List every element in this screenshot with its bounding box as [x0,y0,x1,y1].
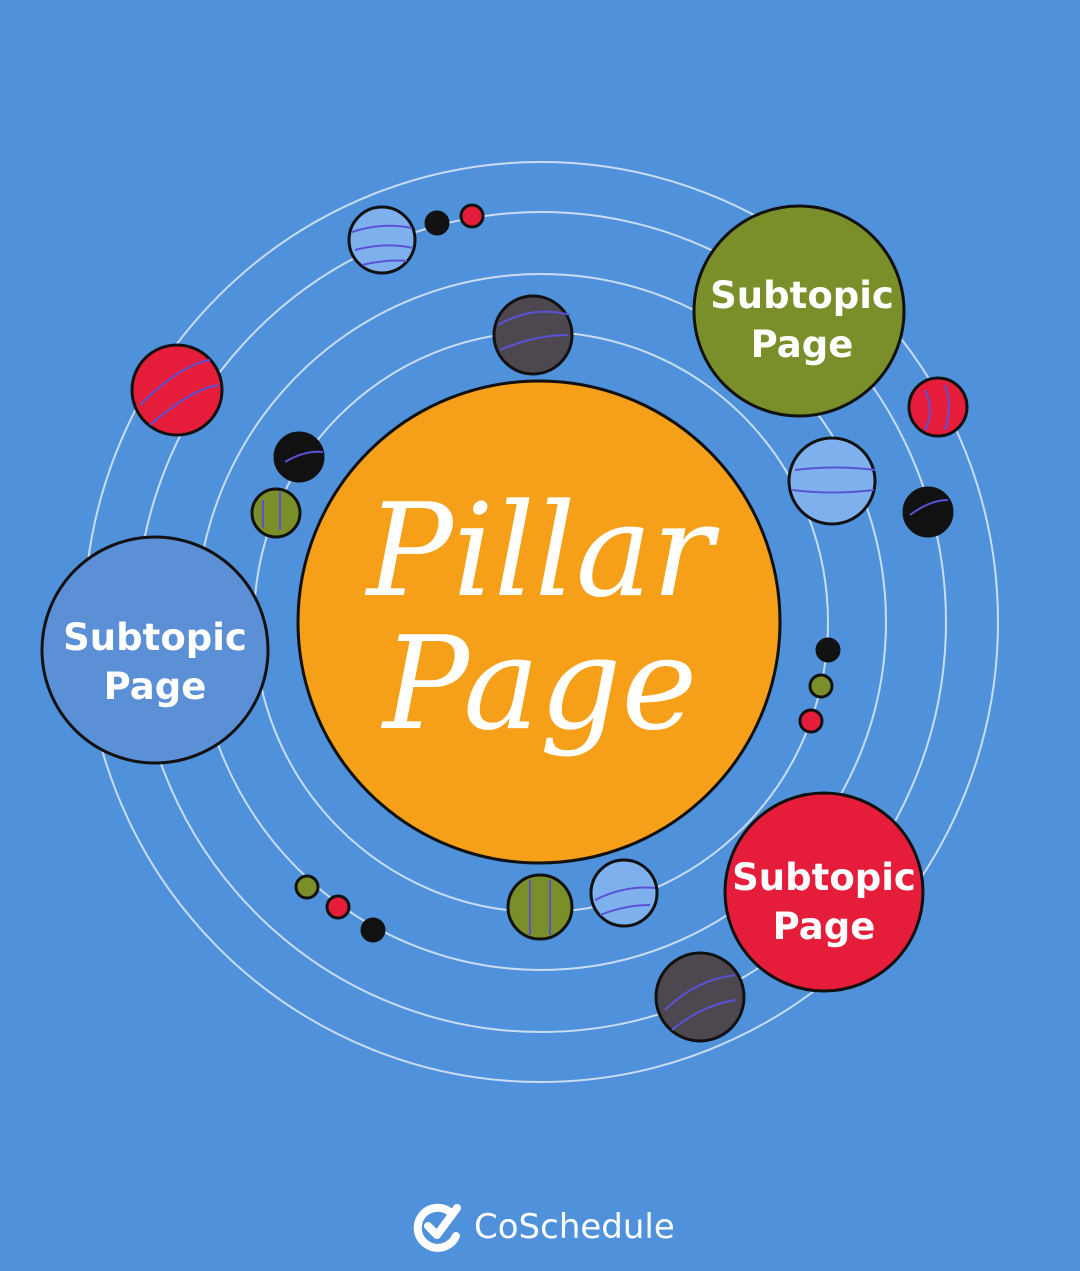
planet [492,294,574,376]
pillar-title-line1: Pillar [365,477,720,626]
check-circle-icon [413,1203,461,1252]
planet [273,431,325,483]
planet [506,873,574,941]
planet [360,917,386,943]
planet [815,637,841,663]
planet [654,951,746,1043]
planet [250,487,302,539]
pillar-title-line2: Page [381,610,697,759]
planet [325,894,351,920]
logo-text: CoSchedule [474,1207,675,1247]
planet-stripes [139,224,950,1031]
subtopic-label-line1: Subtopic [710,274,894,317]
subtopic-label-line1: Subtopic [732,856,916,899]
subtopic-node-left: Subtopic Page [40,535,270,765]
subtopic-label-line1: Subtopic [63,616,247,659]
planet [907,376,969,438]
planet [424,210,450,236]
planet [294,874,320,900]
planet [589,858,659,928]
planet [130,343,224,437]
planet [808,673,834,699]
subtopic-label-line2: Page [104,665,207,708]
planet [798,708,824,734]
subtopic-node-top-right: Subtopic Page [692,204,906,418]
planet [787,436,877,526]
subtopic-label-line2: Page [751,323,854,366]
planet [902,486,954,538]
coschedule-logo: CoSchedule [413,1203,675,1252]
planet [347,205,417,275]
planet [459,203,485,229]
subtopic-label-line2: Page [773,905,876,948]
pillar-page-node: Pillar Page [296,379,782,865]
subtopic-node-bottom-right: Subtopic Page [723,791,925,993]
